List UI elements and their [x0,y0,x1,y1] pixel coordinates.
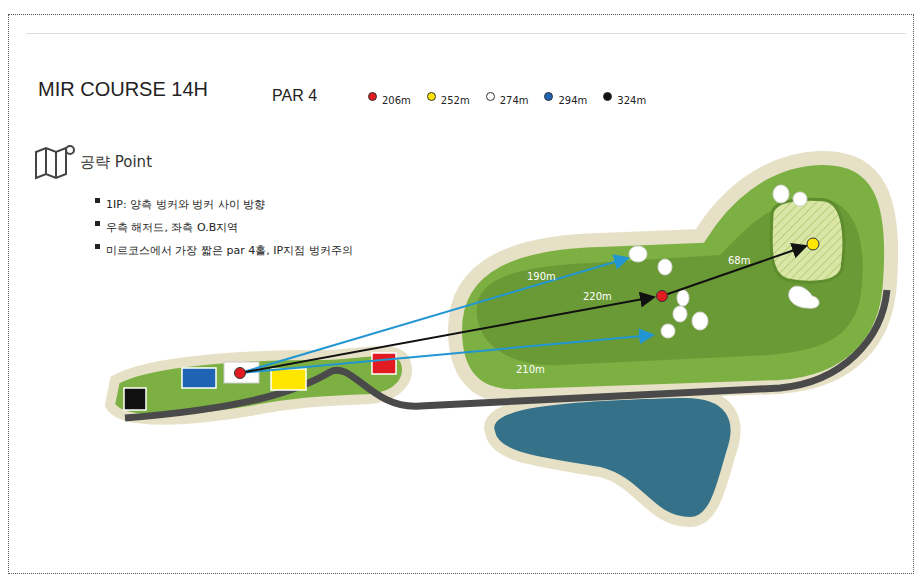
legend-text: 206m [382,95,411,106]
fairway [477,198,863,365]
legend-swatch [544,92,553,101]
section-heading-wrap: 공략 Point [80,152,152,172]
green [771,199,844,282]
legend-text-wrap: 206m [382,89,411,108]
fairway-island [455,158,891,396]
legend-text: 324m [617,95,646,106]
distance-label-wrap: 190m [527,265,556,284]
legend-text-wrap: 252m [441,89,470,108]
legend-text: 294m [558,95,587,106]
distance-label-wrap: 68m [728,249,750,268]
hole-title-wrap: MIR COURSE 14H [38,78,208,101]
legend-text-wrap: 294m [558,89,587,108]
blue-tee [182,368,216,388]
distance-label: 190m [527,271,556,282]
red-tee [372,353,396,374]
par-label: PAR 4 [272,87,317,104]
ball-marker [235,368,246,379]
top-rule [26,33,906,34]
ip-marker [657,291,668,302]
distance-label: 220m [583,291,612,302]
bullet-square [95,221,100,226]
distance-label-wrap: 220m [583,285,612,304]
distance-label: 210m [516,364,545,375]
pin-marker [807,238,819,250]
legend-swatch [486,92,495,101]
legend-swatch [427,92,436,101]
bullet-square [95,198,100,203]
tip-text: 1IP: 양측 벙커와 벙커 사이 방향 [106,198,265,211]
legend-swatch [368,92,377,101]
distance-label: 68m [728,255,750,266]
section-heading: 공략 Point [80,153,152,171]
shot-line [240,297,654,373]
map-icon [36,146,74,178]
legend-text: 252m [441,95,470,106]
shot-line [662,246,806,296]
tip-text: 미르코스에서 가장 짧은 par 4홀, IP지점 벙커주의 [106,244,353,257]
shot-line [240,335,653,373]
legend-swatch [603,92,612,101]
legend-text-wrap: 324m [617,89,646,108]
tip-text-wrap: 우측 해저드, 좌측 O.B지역 [106,216,238,235]
tip-text: 우측 해저드, 좌측 O.B지역 [106,221,238,234]
legend-text-wrap: 274m [500,89,529,108]
legend-text: 274m [500,95,529,106]
water-hazard [489,393,735,522]
bullet-square [95,244,100,249]
par-label-wrap: PAR 4 [272,86,317,105]
black-tee [124,388,146,410]
distance-label-wrap: 210m [516,358,545,377]
bunkers [629,185,819,338]
tip-text-wrap: 미르코스에서 가장 짧은 par 4홀, IP지점 벙커주의 [106,239,353,258]
hole-title: MIR COURSE 14H [38,78,208,100]
tip-text-wrap: 1IP: 양측 벙커와 벙커 사이 방향 [106,193,265,212]
cart-path [125,290,887,418]
yellow-tee [271,369,306,390]
